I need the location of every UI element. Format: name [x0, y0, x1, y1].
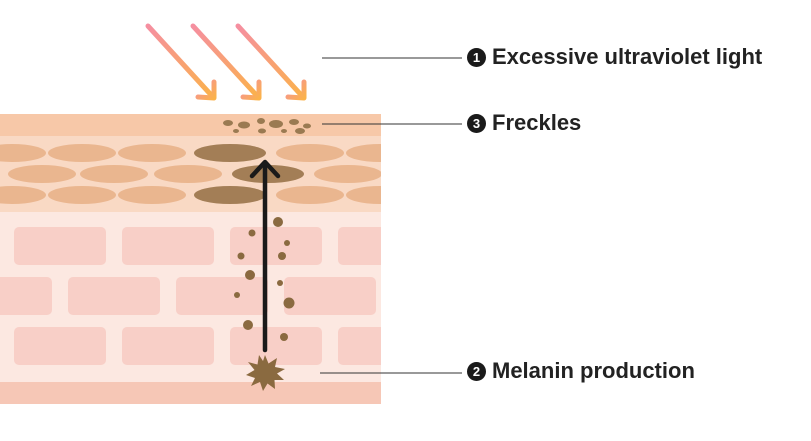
skin-cell [118, 186, 186, 204]
freckle-spot [223, 120, 233, 126]
freckle-spot [238, 121, 250, 129]
dermis-block [338, 327, 381, 365]
skin-cell [346, 186, 381, 204]
dermis-block [14, 327, 106, 365]
freckle-spot [281, 129, 287, 133]
skin-cell [118, 144, 186, 162]
epidermis-surface [0, 114, 381, 136]
melanin-dot [248, 229, 256, 237]
melanin-particles [234, 217, 295, 341]
label-melanin-production: 2 Melanin production [467, 358, 695, 384]
dermis-block [122, 227, 214, 265]
melanin-dot [284, 240, 290, 246]
leader-lines [320, 57, 462, 374]
skin-cell [276, 186, 344, 204]
label-text: Freckles [492, 110, 582, 135]
melanin-dot [283, 297, 295, 309]
pigmented-cell [194, 186, 266, 204]
uv-rays [145, 23, 307, 101]
melanin-dot [280, 333, 288, 341]
freckle-spot [303, 123, 311, 129]
skin-cell [314, 165, 381, 183]
dermis-block [230, 227, 322, 265]
cell-row-2 [8, 165, 381, 183]
freckle-spot [289, 119, 299, 125]
skin-cell [48, 144, 116, 162]
dermis-block [14, 227, 106, 265]
melanin-dot [278, 252, 286, 260]
freckle-spot [233, 129, 239, 133]
melanocyte-star-icon [246, 355, 285, 391]
melanin-dot [243, 320, 253, 330]
label-text: Melanin production [492, 358, 695, 383]
melanin-dot [277, 280, 283, 286]
freckle-spot [269, 120, 283, 128]
skin-cell [8, 165, 76, 183]
dermis-block [68, 277, 160, 315]
melanin-dot [237, 252, 245, 260]
label-uv-light: 1 Excessive ultraviolet light [467, 44, 762, 70]
dermis-block [0, 277, 52, 315]
uv-ray-arrow-icon [145, 23, 217, 101]
freckle-spot [295, 128, 305, 134]
skin-cell [48, 186, 116, 204]
uv-ray-arrow-icon [235, 23, 307, 101]
skin-cell [0, 144, 46, 162]
dermis-blocks [0, 227, 381, 365]
freckle-spot [257, 118, 265, 124]
label-freckles: 3 Freckles [467, 110, 581, 136]
freckle-spot [258, 128, 266, 134]
dermis-block [284, 277, 376, 315]
upward-arrow-icon [249, 159, 281, 353]
skin-cell [154, 165, 222, 183]
label-text: Excessive ultraviolet light [492, 44, 763, 69]
number-badge: 1 [467, 47, 486, 67]
dermis-block [230, 327, 322, 365]
melanin-dot [245, 270, 255, 280]
number-badge: 3 [467, 113, 486, 133]
dermis-block [338, 227, 381, 265]
bottom-band [0, 382, 381, 404]
skin-layers [0, 114, 381, 404]
melanin-dot [234, 292, 240, 298]
melanin-dot [273, 217, 283, 227]
skin-cell [276, 144, 344, 162]
number-badge: 2 [467, 361, 486, 381]
cell-row-1 [0, 144, 381, 162]
pigmented-cell [232, 165, 304, 183]
dermis-block [176, 277, 268, 315]
skin-cell [346, 144, 381, 162]
pigmented-cell [194, 144, 266, 162]
dermis-block [122, 327, 214, 365]
freckle-spots [223, 118, 311, 134]
cell-row-3 [0, 186, 381, 204]
skin-cell [80, 165, 148, 183]
uv-ray-arrow-icon [190, 23, 262, 101]
skin-cell [0, 186, 46, 204]
